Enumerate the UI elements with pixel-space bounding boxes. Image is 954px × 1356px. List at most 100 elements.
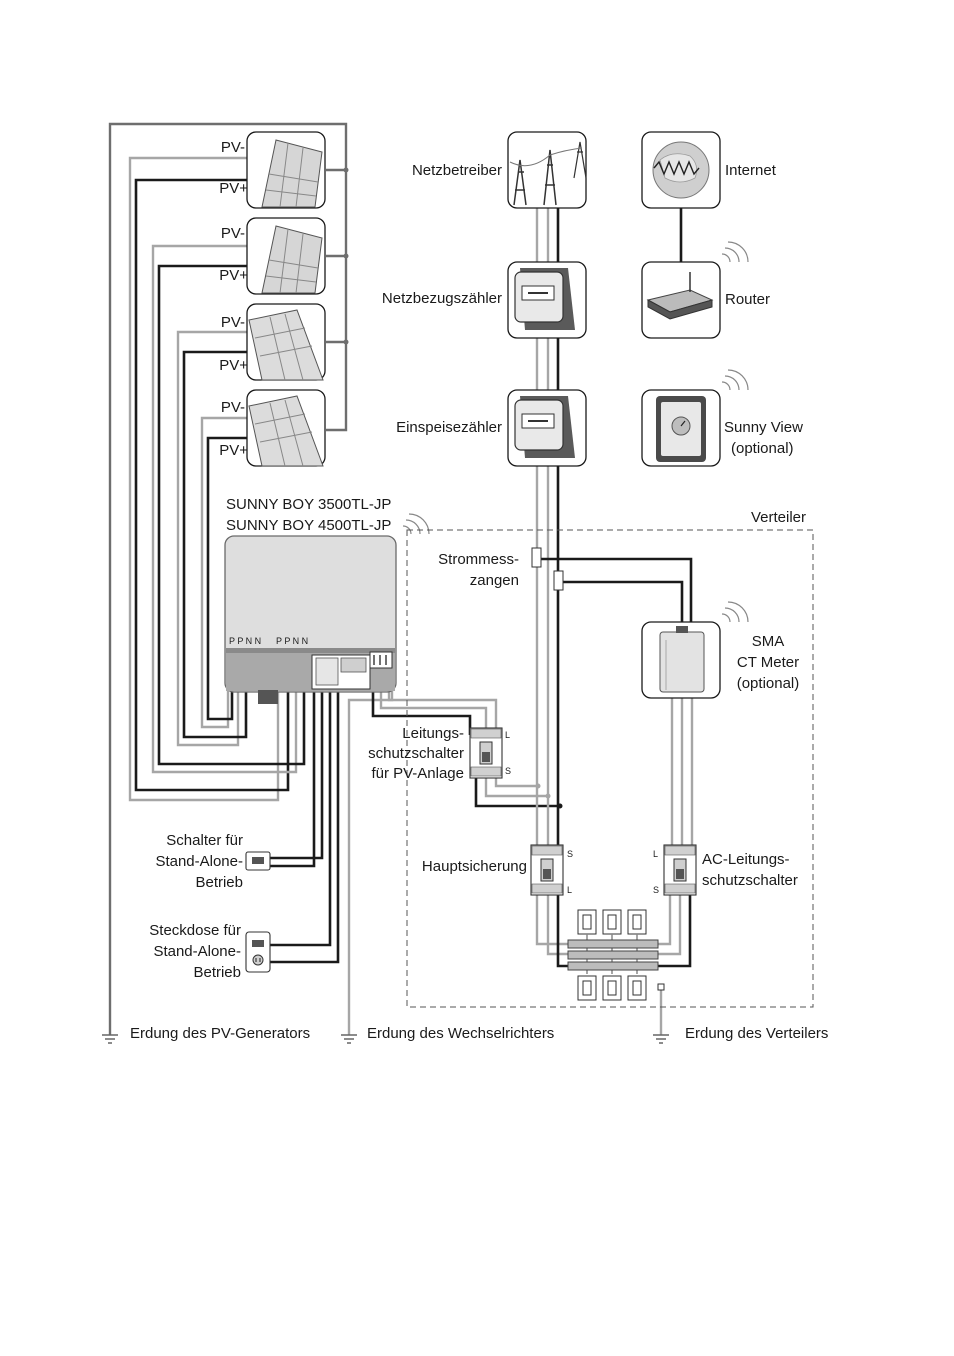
busbars (567, 909, 665, 1001)
pv4-minus-label: PV- (221, 399, 245, 416)
pv-modules: PV- PV+ PV- PV+ PV- PV+ PV- PV+ (219, 131, 326, 467)
string3-minus-wire (176, 330, 248, 747)
pv-module-2 (246, 217, 326, 295)
pv3-minus-label: PV- (221, 314, 245, 331)
sunny-view-label-2: (optional) (731, 440, 794, 457)
distribution-board-label: Verteiler (751, 509, 806, 526)
ground-inverter-label: Erdung des Wechselrichters (367, 1025, 554, 1042)
string4-plus-wire (206, 436, 248, 721)
distribution-board: Verteiler Strommess- zangen SMA CT Meter… (368, 509, 814, 1008)
ct-meter-label-2: CT Meter (737, 654, 799, 671)
internet-label: Internet (725, 162, 777, 179)
ac-breaker-L: L (653, 849, 658, 859)
pv-module-1 (246, 131, 326, 209)
pv-breaker-label-1: Leitungs- (402, 725, 464, 742)
switch-wire-b (270, 690, 316, 868)
inverter-model-1: SUNNY BOY 3500TL-JP (226, 496, 391, 513)
sunny-view-label-1: Sunny View (724, 419, 803, 436)
router: Router (641, 241, 770, 339)
socket-label-2: Stand-Alone- (153, 943, 241, 960)
import-meter-label: Netzbezugszähler (382, 290, 502, 307)
ct-meter-label-1: SMA (752, 633, 785, 650)
ac-breaker: L S AC-Leitungs- schutzschalter (653, 844, 798, 896)
socket-label-3: Betrieb (193, 964, 241, 981)
switch-wire-a (270, 690, 324, 860)
current-clamps-label-1: Strommess- (438, 551, 519, 568)
current-clamps-label-2: zangen (470, 572, 519, 589)
ground-inverter: Erdung des Wechselrichters (341, 1025, 554, 1044)
pv4-plus-label: PV+ (219, 442, 248, 459)
inverter-model-2: SUNNY BOY 4500TL-JP (226, 517, 391, 534)
pv1-plus-label: PV+ (219, 180, 248, 197)
ground-pv-generator: Erdung des PV-Generators (102, 1025, 310, 1044)
pv-breaker-label-2: schutzschalter (368, 745, 464, 762)
sunny-view-wireless-icon (721, 369, 749, 391)
inverter-wireless-icon (402, 513, 430, 535)
ground-icon (653, 1034, 669, 1044)
pv-module-4 (246, 389, 326, 467)
pv-frame-bonds (326, 168, 346, 344)
ct-meter-label-3: (optional) (737, 675, 800, 692)
ground-distribution: Erdung des Verteilers (653, 1025, 828, 1044)
pv1-minus-label: PV- (221, 139, 245, 156)
standalone-socket: Steckdose für Stand-Alone- Betrieb (149, 922, 271, 981)
ground-icon (102, 1034, 118, 1044)
router-wireless-icon (721, 241, 749, 263)
main-fuse-L: L (567, 885, 572, 895)
ground-pv-label: Erdung des PV-Generators (130, 1025, 310, 1042)
grid-operator-label: Netzbetreiber (412, 162, 502, 179)
ground-icon (341, 1034, 357, 1044)
sunny-view: Sunny View (optional) (641, 369, 803, 467)
fuse-out-2 (546, 895, 573, 956)
pv-breaker-out-3 (494, 777, 538, 788)
feed-in-meter-label: Einspeisezähler (396, 419, 502, 436)
pv-frame-ground-wire (108, 122, 348, 1035)
import-meter: Netzbezugszähler (382, 261, 587, 339)
switch-label-3: Betrieb (195, 874, 243, 891)
main-fuse-label: Hauptsicherung (422, 858, 527, 875)
socket-label-1: Steckdose für (149, 922, 241, 939)
ct-clamp-wire-1 (541, 557, 693, 622)
inverter-ground-wire (347, 680, 394, 1035)
pv2-minus-label: PV- (221, 225, 245, 242)
inverter-terminals-left: P P N N (229, 636, 261, 646)
pv2-plus-label: PV+ (219, 267, 248, 284)
switch-label-2: Stand-Alone- (155, 853, 243, 870)
inverter: SUNNY BOY 3500TL-JP SUNNY BOY 4500TL-JP … (224, 496, 430, 704)
ac-breaker-out-2 (655, 895, 682, 956)
pv-breaker-S: S (505, 766, 511, 776)
ac-breaker-label-2: schutzschalter (702, 872, 798, 889)
string2-plus-wire (157, 264, 306, 766)
socket-wire-a (270, 690, 332, 947)
ct-clamp-wire-2 (563, 580, 684, 622)
ct-meter-wireless-icon (721, 601, 749, 623)
main-fuse: S L Hauptsicherung (422, 844, 573, 896)
main-fuse-S: S (567, 849, 573, 859)
fuse-out-1 (535, 895, 573, 946)
pv3-plus-label: PV+ (219, 357, 248, 374)
pv-breaker-out-1 (474, 777, 560, 808)
string2-minus-wire (151, 244, 298, 774)
ac-breaker-out-3 (655, 895, 692, 968)
ac-breaker-label-1: AC-Leitungs- (702, 851, 790, 868)
wiring (108, 122, 694, 1035)
router-label: Router (725, 291, 770, 308)
string1-plus-wire (134, 178, 290, 792)
ac-breaker-out-1 (655, 895, 672, 946)
pv-breaker-L: L (505, 730, 510, 740)
switch-label-1: Schalter für (166, 832, 243, 849)
feed-in-meter: Einspeisezähler (396, 389, 587, 467)
grid-operator: Netzbetreiber (412, 131, 587, 209)
ac-breaker-S: S (653, 885, 659, 895)
pv-breaker-out-2 (484, 777, 548, 798)
internet: Internet (641, 131, 777, 209)
string1-minus-wire (128, 156, 280, 802)
pv-module-3 (246, 303, 326, 381)
socket-wire-b (270, 690, 340, 964)
string3-plus-wire (182, 350, 248, 739)
inverter-terminals-right: P P N N (276, 636, 308, 646)
standalone-switch: Schalter für Stand-Alone- Betrieb (155, 832, 271, 891)
ground-distribution-label: Erdung des Verteilers (685, 1025, 828, 1042)
